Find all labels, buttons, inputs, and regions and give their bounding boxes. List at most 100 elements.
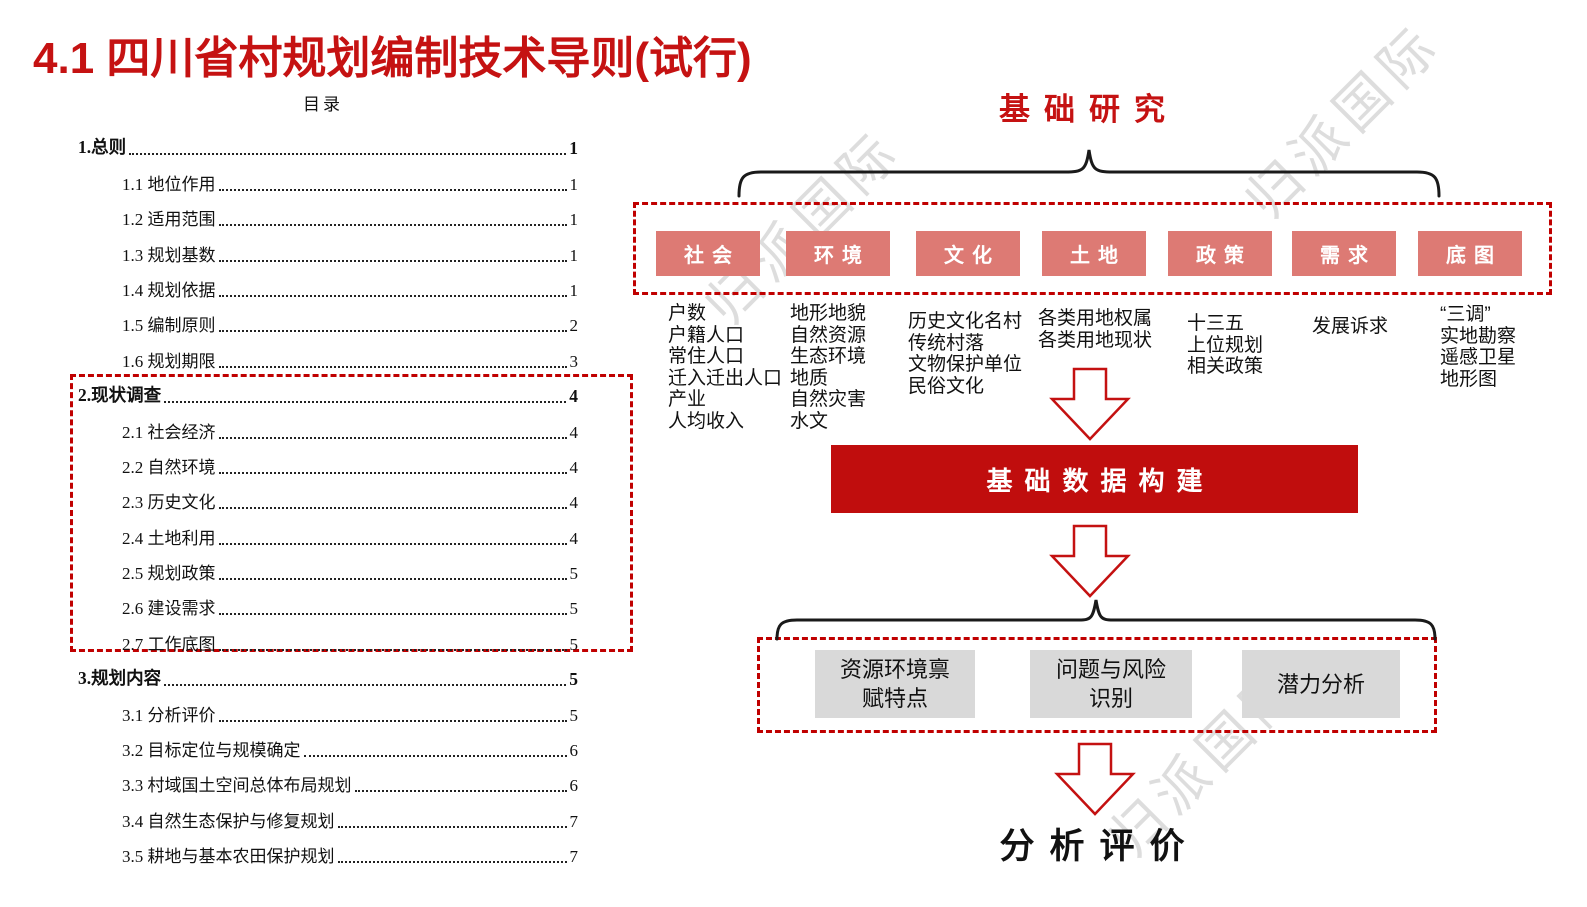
toc-leader-dots bbox=[218, 578, 567, 581]
toc-item: 1.4 规划依据 1 bbox=[78, 266, 578, 301]
toc-item: 3.1 分析评价 5 bbox=[78, 690, 578, 725]
diagram-title: 基础研究 bbox=[999, 92, 1179, 127]
toc-item-label: 2.1 社会经济 bbox=[122, 422, 216, 442]
toc-page-number: 4 bbox=[569, 493, 579, 513]
toc-item-label: 2.2 自然环境 bbox=[122, 457, 216, 477]
toc-page-number: 1 bbox=[569, 138, 578, 159]
toc-page-number: 1 bbox=[569, 174, 579, 194]
toc-item: 1.2 适用范围 1 bbox=[78, 195, 578, 230]
toc-item-label: 3.5 耕地与基本农田保护规划 bbox=[122, 847, 335, 867]
down-arrow-icon bbox=[1049, 367, 1131, 441]
toc-item: 1.1 地位作用 1 bbox=[78, 159, 578, 194]
final-step-title: 分析评价 bbox=[999, 827, 1200, 866]
category-details-7: “三调” 实地勘察 遥感卫星 地形图 bbox=[1440, 304, 1517, 390]
toc-item: 2.现状调查 4 bbox=[78, 372, 578, 407]
toc-item: 3.4 自然生态保护与修复规划 7 bbox=[78, 796, 578, 831]
toc-leader-dots bbox=[218, 224, 567, 227]
category-box-5: 政策 bbox=[1168, 231, 1272, 276]
toc-item-label: 1.6 规划期限 bbox=[122, 351, 216, 371]
toc-leader-dots bbox=[303, 755, 567, 758]
toc-item: 1.6 规划期限 3 bbox=[78, 336, 578, 371]
toc-leader-dots bbox=[218, 365, 567, 368]
category-details-6: 发展诉求 bbox=[1312, 316, 1389, 337]
toc-leader-dots bbox=[218, 471, 567, 474]
bottom-brace bbox=[775, 599, 1437, 641]
toc-item-label: 3.规划内容 bbox=[78, 668, 162, 689]
base-data-bar: 基础数据构建 bbox=[831, 445, 1358, 513]
toc-page-number: 3 bbox=[569, 351, 579, 371]
toc-item: 2.3 历史文化 4 bbox=[78, 478, 578, 513]
toc-item: 1.总则 1 bbox=[78, 124, 578, 159]
toc-item-label: 3.3 村域国土空间总体布局规划 bbox=[122, 776, 352, 796]
toc-item: 2.7 工作底图 5 bbox=[78, 619, 578, 654]
category-box-6: 需求 bbox=[1292, 231, 1396, 276]
category-box-4: 土地 bbox=[1042, 231, 1146, 276]
toc-page-number: 5 bbox=[569, 634, 579, 654]
toc-leader-dots bbox=[218, 294, 567, 297]
toc-item-label: 2.现状调查 bbox=[78, 385, 162, 406]
analysis-dashed-box bbox=[757, 637, 1437, 733]
category-details-4: 各类用地权属 各类用地现状 bbox=[1038, 308, 1153, 351]
toc-item-label: 3.1 分析评价 bbox=[122, 705, 216, 725]
toc-leader-dots bbox=[218, 330, 567, 333]
toc-item: 3.3 村域国土空间总体布局规划 6 bbox=[78, 761, 578, 796]
toc-page-number: 5 bbox=[569, 564, 579, 584]
down-arrow-icon bbox=[1049, 524, 1131, 598]
toc-item: 2.6 建设需求 5 bbox=[78, 584, 578, 619]
category-details-1: 户数 户籍人口 常住人口 迁入迁出人口 产业 人均收入 bbox=[668, 303, 783, 432]
toc-leader-dots bbox=[218, 188, 567, 191]
output-box-2: 问题与风险 识别 bbox=[1030, 650, 1192, 718]
toc-page-number: 7 bbox=[569, 811, 579, 831]
category-details-5: 十三五 上位规划 相关政策 bbox=[1187, 313, 1264, 377]
toc-item-label: 2.6 建设需求 bbox=[122, 599, 216, 619]
toc-page-number: 1 bbox=[569, 210, 579, 230]
toc-item-label: 1.总则 bbox=[78, 137, 127, 158]
toc-item-label: 1.5 编制原则 bbox=[122, 316, 216, 336]
category-details-3: 历史文化名村 传统村落 文物保护单位 民俗文化 bbox=[908, 311, 1023, 397]
toc-item-label: 3.4 自然生态保护与修复规划 bbox=[122, 811, 335, 831]
toc-heading: 目录 bbox=[303, 95, 343, 114]
toc-item-label: 2.3 历史文化 bbox=[122, 493, 216, 513]
category-box-3: 文化 bbox=[916, 231, 1020, 276]
toc-page-number: 7 bbox=[569, 847, 579, 867]
category-details-2: 地形地貌 自然资源 生态环境 地质 自然灾害 水文 bbox=[790, 303, 867, 432]
toc-item-label: 2.4 土地利用 bbox=[122, 528, 216, 548]
toc-leader-dots bbox=[164, 684, 567, 687]
toc-page-number: 5 bbox=[569, 669, 578, 690]
toc-leader-dots bbox=[164, 401, 567, 404]
toc-leader-dots bbox=[129, 153, 567, 156]
toc-page-number: 1 bbox=[569, 280, 579, 300]
toc-leader-dots bbox=[337, 825, 567, 828]
output-box-3: 潜力分析 bbox=[1242, 650, 1400, 718]
toc-item-label: 1.1 地位作用 bbox=[122, 174, 216, 194]
research-dashed-box bbox=[633, 202, 1552, 295]
toc-item: 2.1 社会经济 4 bbox=[78, 407, 578, 442]
toc-page-number: 4 bbox=[569, 422, 579, 442]
category-box-7: 底图 bbox=[1418, 231, 1522, 276]
page-title: 4.1 四川省村规划编制技术导则(试行) bbox=[33, 34, 752, 83]
toc-leader-dots bbox=[218, 719, 567, 722]
toc-leader-dots bbox=[337, 861, 567, 864]
toc-page-number: 5 bbox=[569, 599, 579, 619]
toc-page-number: 4 bbox=[569, 457, 579, 477]
toc-page-number: 4 bbox=[569, 386, 578, 407]
toc-page-number: 4 bbox=[569, 528, 579, 548]
toc-page-number: 6 bbox=[569, 741, 579, 761]
toc-page-number: 5 bbox=[569, 705, 579, 725]
toc-page-number: 2 bbox=[569, 316, 579, 336]
toc-leader-dots bbox=[218, 542, 567, 545]
toc-item: 2.4 土地利用 4 bbox=[78, 513, 578, 548]
toc-item: 3.5 耕地与基本农田保护规划 7 bbox=[78, 832, 578, 867]
toc-leader-dots bbox=[218, 507, 567, 510]
toc-item-label: 1.2 适用范围 bbox=[122, 210, 216, 230]
toc-item-label: 1.4 规划依据 bbox=[122, 280, 216, 300]
toc-item-label: 2.7 工作底图 bbox=[122, 634, 216, 654]
toc-page-number: 6 bbox=[569, 776, 579, 796]
toc-page-number: 1 bbox=[569, 245, 579, 265]
toc-leader-dots bbox=[218, 613, 567, 616]
toc-item: 2.2 自然环境 4 bbox=[78, 443, 578, 478]
